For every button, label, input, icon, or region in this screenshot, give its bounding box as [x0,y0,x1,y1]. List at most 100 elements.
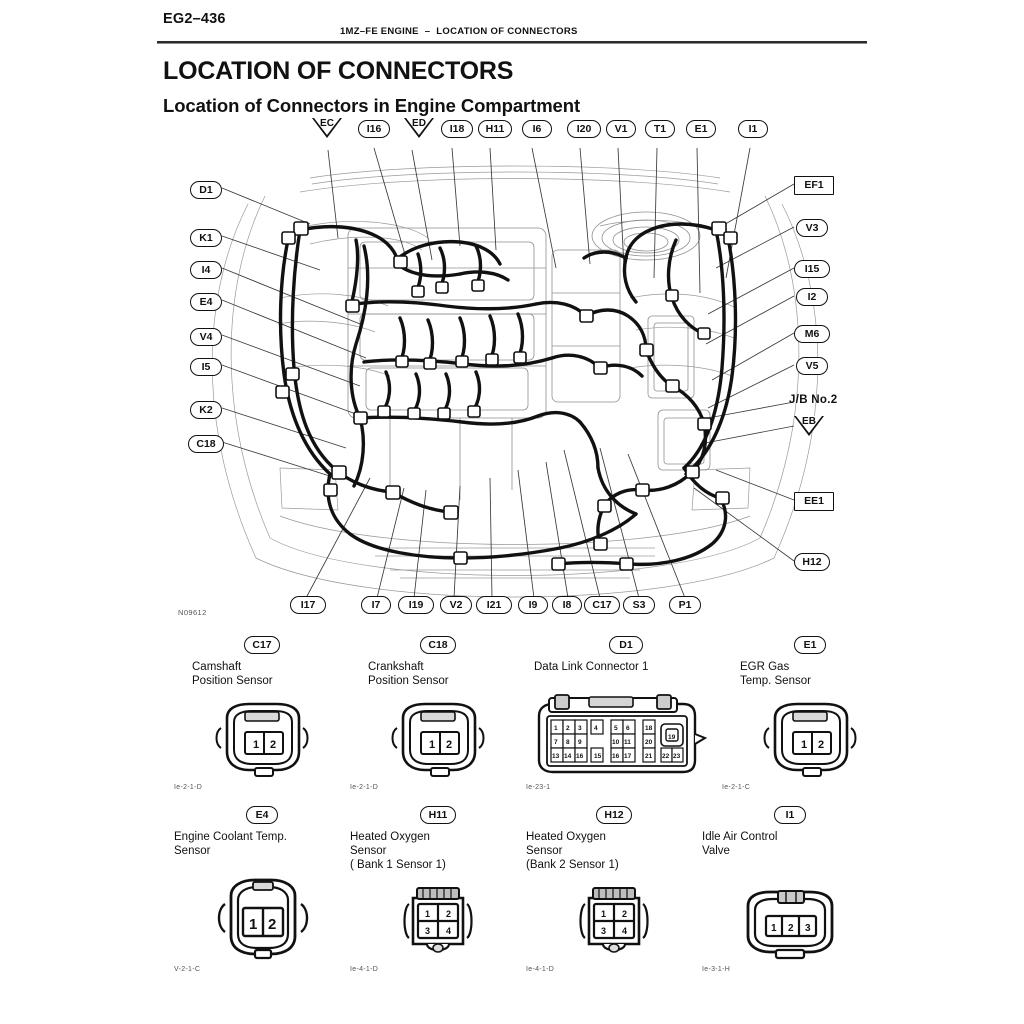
diagram-label-S3[interactable]: S3 [623,596,655,614]
diagram-label-I1[interactable]: I1 [738,120,768,138]
diagram-label-I6[interactable]: I6 [522,120,552,138]
svg-text:16: 16 [612,753,620,760]
header-breadcrumb: 1MZ–FE ENGINE–LOCATION OF CONNECTORS [340,26,578,37]
diagram-label-K1[interactable]: K1 [190,229,222,247]
ground-triangle-icon: EC [312,118,342,140]
connector-code-E1: Ie-2-1-C [722,784,751,791]
connector-art-E4: 1 2 [174,874,350,960]
svg-text:18: 18 [645,725,653,732]
diagram-label-I21[interactable]: I21 [476,596,512,614]
svg-text:7: 7 [554,739,558,746]
connector-name-C17: Camshaft Position Sensor [192,661,273,687]
diagram-label-C17[interactable]: C17 [584,596,620,614]
page-number: EG2–436 [163,11,226,27]
pin-1: 1 [429,739,435,751]
svg-text:20: 20 [645,739,653,746]
diagram-label-I5[interactable]: I5 [190,358,222,376]
diagram-label-I9[interactable]: I9 [518,596,548,614]
page-title: LOCATION OF CONNECTORS [163,57,514,85]
svg-text:4: 4 [594,725,598,732]
diagram-label-V4[interactable]: V4 [190,328,222,346]
diagram-label-ED[interactable]: ED [404,118,434,140]
connector-name-D1: Data Link Connector 1 [534,661,649,673]
diagram-label-EC[interactable]: EC [312,118,342,140]
svg-text:21: 21 [645,753,653,760]
svg-text:23: 23 [673,753,681,760]
diagram-label-EF1[interactable]: EF1 [794,176,834,195]
svg-text:10: 10 [612,739,620,746]
diagram-label-V3[interactable]: V3 [796,219,828,237]
connector-art-C17: 1 2 [174,694,350,780]
connector-id-H12[interactable]: H12 [596,806,632,824]
connector-id-H11[interactable]: H11 [420,806,456,824]
leader-lines [221,147,795,599]
pin-2: 2 [270,739,276,751]
svg-text:1: 1 [771,923,777,934]
diagram-label-I8[interactable]: I8 [552,596,582,614]
svg-text:3: 3 [601,926,606,936]
svg-text:15: 15 [594,753,602,760]
figure-number: N09612 [178,608,207,617]
diagram-label-M6[interactable]: M6 [794,325,830,343]
diagram-label-I19[interactable]: I19 [398,596,434,614]
connector-id-C18[interactable]: C18 [420,636,456,654]
diagram-label-I20[interactable]: I20 [567,120,601,138]
connector-code-E4: V-2-1-C [174,966,201,973]
header-engine: 1MZ–FE ENGINE [340,26,419,37]
connector-id-E1[interactable]: E1 [794,636,826,654]
svg-text:1: 1 [425,909,430,919]
engine-diagram-art [211,147,819,599]
connector-name-H12: Heated Oxygen Sensor (Bank 2 Sensor 1) [526,831,619,871]
diagram-label-H11[interactable]: H11 [478,120,512,138]
svg-text:6: 6 [626,725,630,732]
connector-art-E1: 1 2 [722,694,898,780]
diagram-label-E1[interactable]: E1 [686,120,716,138]
diagram-label-I16[interactable]: I16 [358,120,390,138]
svg-text:19: 19 [668,734,676,741]
connector-code-H12: Ie-4-1-D [526,966,555,973]
pin-2: 2 [818,739,824,751]
diagram-label-H12[interactable]: H12 [794,553,830,571]
diagram-label-D1[interactable]: D1 [190,181,222,199]
diagram-label-I17[interactable]: I17 [290,596,326,614]
svg-text:11: 11 [624,739,631,746]
diagram-label-V2[interactable]: V2 [440,596,472,614]
diagram-label-E4[interactable]: E4 [190,293,222,311]
diagram-label-jb-no2: J/B No.2 [789,394,838,407]
header-section: LOCATION OF CONNECTORS [436,26,578,37]
svg-text:5: 5 [614,725,618,732]
page-header: EG2–436 1MZ–FE ENGINE–LOCATION OF CONNEC… [0,0,1024,46]
svg-text:22: 22 [662,753,670,760]
diagram-label-EE1[interactable]: EE1 [794,492,834,511]
diagram-label-I18[interactable]: I18 [441,120,473,138]
svg-text:1: 1 [601,909,606,919]
diagram-label-P1[interactable]: P1 [669,596,701,614]
connector-id-C17[interactable]: C17 [244,636,280,654]
diagram-label-EB[interactable]: EB [794,416,824,438]
diagram-label-V5[interactable]: V5 [796,357,828,375]
diagram-label-I2[interactable]: I2 [796,288,828,306]
connector-code-D1: Ie-23-1 [526,784,551,791]
connector-id-E4[interactable]: E4 [246,806,278,824]
diagram-label-I15[interactable]: I15 [794,260,830,278]
connector-code-H11: Ie-4-1-D [350,966,379,973]
diagram-label-T1[interactable]: T1 [645,120,675,138]
diagram-label-K2[interactable]: K2 [190,401,222,419]
connector-gallery: C17 Camshaft Position Sensor 1 2 [160,636,870,1006]
connector-name-E1: EGR Gas Temp. Sensor [740,661,811,687]
harness-connector-blocks [275,221,738,571]
diagram-label-I7[interactable]: I7 [361,596,391,614]
diagram-label-V1[interactable]: V1 [606,120,636,138]
ground-triangle-icon: EB [794,416,824,438]
header-rule [157,41,867,44]
diagram-label-I4[interactable]: I4 [190,261,222,279]
diagram-label-C18[interactable]: C18 [188,435,224,453]
svg-text:2: 2 [622,909,627,919]
svg-text:3: 3 [425,926,430,936]
ground-triangle-icon: ED [404,118,434,140]
connector-id-D1[interactable]: D1 [609,636,643,654]
connector-id-I1[interactable]: I1 [774,806,806,824]
